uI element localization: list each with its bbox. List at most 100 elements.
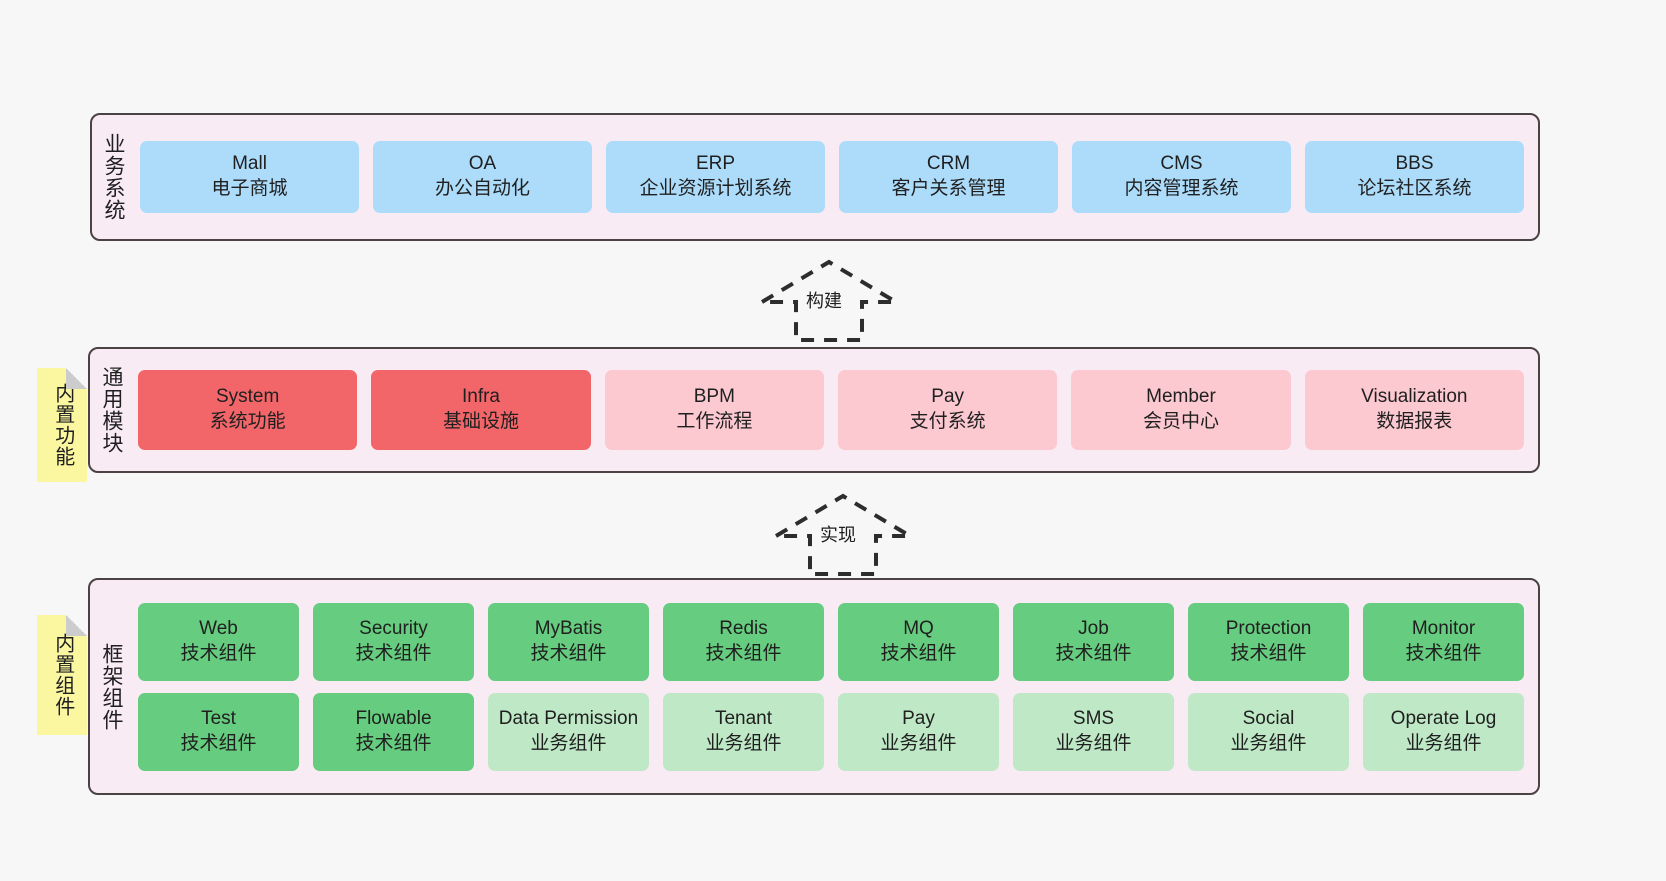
module-card-security[interactable]: Security 技术组件 <box>313 602 474 681</box>
module-card-pay-desc: 支付系统 <box>909 411 986 432</box>
module-card-flowable-desc: 技术组件 <box>355 732 432 754</box>
sticky-note-builtin-features-label: 内置功能 <box>51 383 74 467</box>
module-card-infra[interactable]: Infra 基础设施 <box>371 370 591 450</box>
module-card-system[interactable]: System 系统功能 <box>138 370 358 450</box>
layer-framework-components-row-business: Test 技术组件 Flowable 技术组件 Data Permission … <box>138 692 1524 771</box>
module-card-erp-name: ERP <box>695 153 736 175</box>
module-card-operate-log[interactable]: Operate Log 业务组件 <box>1363 692 1524 771</box>
module-card-sms-name: SMS <box>1072 707 1115 729</box>
module-card-protection-name: Protection <box>1225 617 1312 639</box>
module-card-infra-name: Infra <box>461 386 500 408</box>
module-card-visualization-desc: 数据报表 <box>1376 411 1453 432</box>
module-card-data-permission-desc: 业务组件 <box>530 732 607 754</box>
module-card-mybatis[interactable]: MyBatis 技术组件 <box>488 602 649 681</box>
module-card-job-name: Job <box>1078 617 1109 639</box>
layer-common-modules[interactable]: 通用模块 System 系统功能 Infra 基础设施 BPM 工作流程 Pay… <box>88 347 1540 473</box>
module-card-security-name: Security <box>359 617 428 639</box>
arrow-implement-label: 实现 <box>820 525 856 545</box>
module-card-mall[interactable]: Mall 电子商城 <box>140 141 359 213</box>
layer-framework-components-title: 框架组件 <box>99 642 123 731</box>
module-card-mybatis-desc: 技术组件 <box>530 642 607 664</box>
module-card-operate-log-desc: 业务组件 <box>1405 732 1482 754</box>
module-card-pay-name: Pay <box>931 386 965 408</box>
module-card-mybatis-name: MyBatis <box>534 617 603 639</box>
arrow-build: 构建 <box>754 258 904 344</box>
module-card-sms[interactable]: SMS 业务组件 <box>1013 692 1174 771</box>
module-card-redis-desc: 技术组件 <box>705 642 782 664</box>
module-card-system-name: System <box>215 386 280 408</box>
module-card-tenant-desc: 业务组件 <box>705 732 782 754</box>
module-card-pay-component-name: Pay <box>902 707 935 729</box>
module-card-bbs-desc: 论坛社区系统 <box>1357 178 1472 199</box>
module-card-tenant-name: Tenant <box>714 707 773 729</box>
module-card-flowable[interactable]: Flowable 技术组件 <box>313 692 474 771</box>
module-card-bbs-name: BBS <box>1395 153 1434 175</box>
layer-common-modules-body: System 系统功能 Infra 基础设施 BPM 工作流程 Pay 支付系统… <box>132 349 1538 471</box>
module-card-member[interactable]: Member 会员中心 <box>1071 370 1291 450</box>
layer-business-systems-row: Mall 电子商城 OA 办公自动化 ERP 企业资源计划系统 CRM 客户关系… <box>140 141 1524 213</box>
module-card-test[interactable]: Test 技术组件 <box>138 692 299 771</box>
module-card-bpm-desc: 工作流程 <box>676 411 753 432</box>
module-card-tenant[interactable]: Tenant 业务组件 <box>663 692 824 771</box>
layer-business-systems[interactable]: 业务系统 Mall 电子商城 OA 办公自动化 ERP 企业资源计划系统 CRM… <box>90 113 1540 241</box>
module-card-mq[interactable]: MQ 技术组件 <box>838 602 999 681</box>
sticky-note-builtin-components: 内置组件 <box>37 615 87 735</box>
module-card-mq-desc: 技术组件 <box>880 642 957 664</box>
layer-business-systems-body: Mall 电子商城 OA 办公自动化 ERP 企业资源计划系统 CRM 客户关系… <box>134 115 1538 239</box>
module-card-crm-name: CRM <box>926 153 971 175</box>
module-card-monitor-desc: 技术组件 <box>1405 642 1482 664</box>
arrow-implement: 实现 <box>768 492 918 578</box>
arrow-build-label: 构建 <box>806 291 842 311</box>
module-card-oa[interactable]: OA 办公自动化 <box>373 141 592 213</box>
module-card-pay-component[interactable]: Pay 业务组件 <box>838 692 999 771</box>
layer-framework-components-body: Web 技术组件 Security 技术组件 MyBatis 技术组件 Redi… <box>132 580 1538 793</box>
module-card-pay[interactable]: Pay 支付系统 <box>837 370 1058 450</box>
module-card-mall-desc: 电子商城 <box>211 178 288 199</box>
layer-framework-components[interactable]: 框架组件 Web 技术组件 Security 技术组件 MyBatis 技术组件… <box>88 578 1540 795</box>
module-card-protection[interactable]: Protection 技术组件 <box>1188 602 1349 681</box>
module-card-monitor-name: Monitor <box>1411 617 1476 639</box>
module-card-crm-desc: 客户关系管理 <box>891 178 1006 199</box>
module-card-monitor[interactable]: Monitor 技术组件 <box>1363 602 1524 681</box>
module-card-erp[interactable]: ERP 企业资源计划系统 <box>606 141 825 213</box>
module-card-protection-desc: 技术组件 <box>1230 642 1307 664</box>
module-card-sms-desc: 业务组件 <box>1055 732 1132 754</box>
module-card-web-name: Web <box>199 617 238 639</box>
module-card-social-name: Social <box>1242 707 1295 729</box>
module-card-cms-desc: 内容管理系统 <box>1124 178 1239 199</box>
layer-framework-components-row-tech: Web 技术组件 Security 技术组件 MyBatis 技术组件 Redi… <box>138 602 1524 681</box>
module-card-test-name: Test <box>201 707 236 729</box>
layer-common-modules-row: System 系统功能 Infra 基础设施 BPM 工作流程 Pay 支付系统… <box>138 370 1524 450</box>
module-card-bpm[interactable]: BPM 工作流程 <box>604 370 824 450</box>
module-card-mall-name: Mall <box>232 153 267 175</box>
module-card-mq-name: MQ <box>903 617 934 639</box>
module-card-cms-name: CMS <box>1160 153 1203 175</box>
module-card-bpm-name: BPM <box>693 386 735 408</box>
sticky-note-builtin-components-label: 内置组件 <box>51 633 74 717</box>
module-card-job-desc: 技术组件 <box>1055 642 1132 664</box>
module-card-visualization[interactable]: Visualization 数据报表 <box>1304 370 1524 450</box>
module-card-redis[interactable]: Redis 技术组件 <box>663 602 824 681</box>
layer-business-systems-title: 业务系统 <box>101 133 125 221</box>
module-card-flowable-name: Flowable <box>355 707 432 729</box>
module-card-member-name: Member <box>1146 386 1216 408</box>
module-card-oa-desc: 办公自动化 <box>434 178 530 199</box>
module-card-web-desc: 技术组件 <box>180 642 257 664</box>
module-card-social[interactable]: Social 业务组件 <box>1188 692 1349 771</box>
module-card-data-permission[interactable]: Data Permission 业务组件 <box>488 692 649 771</box>
module-card-operate-log-name: Operate Log <box>1390 707 1497 729</box>
module-card-visualization-name: Visualization <box>1361 386 1468 408</box>
module-card-web[interactable]: Web 技术组件 <box>138 602 299 681</box>
module-card-member-desc: 会员中心 <box>1142 411 1219 432</box>
module-card-redis-name: Redis <box>719 617 768 639</box>
module-card-social-desc: 业务组件 <box>1230 732 1307 754</box>
module-card-erp-desc: 企业资源计划系统 <box>639 178 792 199</box>
module-card-infra-desc: 基础设施 <box>442 411 519 432</box>
module-card-cms[interactable]: CMS 内容管理系统 <box>1072 141 1291 213</box>
module-card-job[interactable]: Job 技术组件 <box>1013 602 1174 681</box>
module-card-system-desc: 系统功能 <box>209 411 286 432</box>
module-card-bbs[interactable]: BBS 论坛社区系统 <box>1305 141 1524 213</box>
module-card-crm[interactable]: CRM 客户关系管理 <box>839 141 1058 213</box>
sticky-note-builtin-features: 内置功能 <box>37 368 87 482</box>
